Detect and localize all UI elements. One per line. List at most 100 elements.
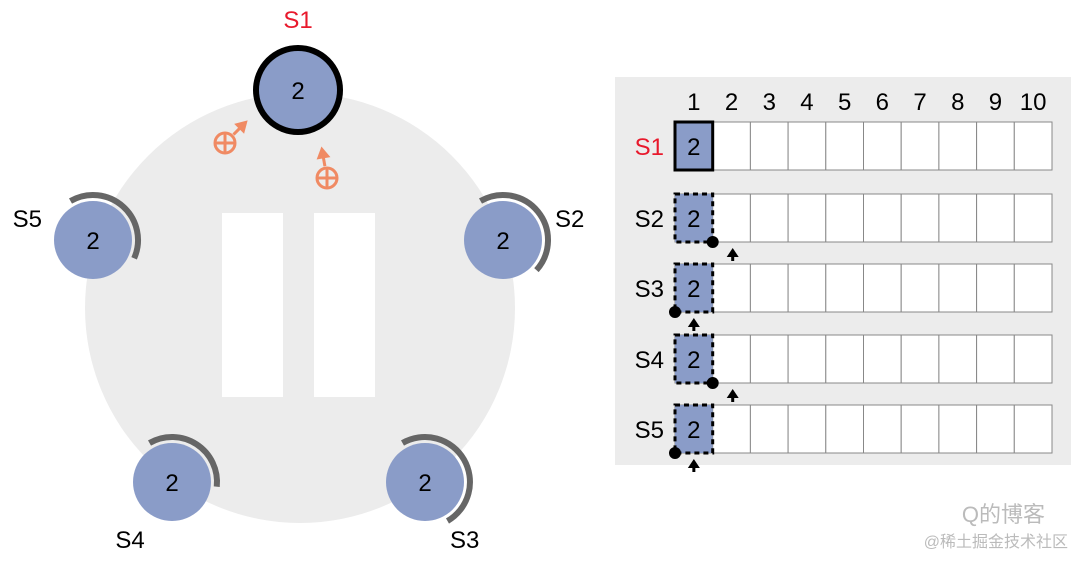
server-term: 2 [496,228,509,255]
match-index-arrow-icon [726,389,739,398]
log-cell [1013,334,1053,384]
server-term: 2 [418,470,431,497]
log-index: 6 [876,89,889,116]
log-row-label: S5 [635,417,664,444]
log-row-label: S2 [635,206,664,233]
server-s3[interactable]: 2S3 [386,434,479,554]
log-cell [1013,193,1053,243]
log-cell [787,193,827,243]
log-cell [900,334,940,384]
log-entry [673,120,715,172]
election-timeout-arc [69,192,141,260]
pause-icon-left-bar [222,213,283,397]
election-timeout-arc [479,192,551,273]
server-s5[interactable]: 2S5 [13,192,141,279]
log-row-s4: S4 2 [635,333,1053,402]
log-cell [938,334,978,384]
log-cell [712,404,751,454]
log-row-s2: S2 2 [635,192,1053,261]
log-cell [863,334,902,384]
log-index: 1 [687,89,700,116]
append-entries-message [213,120,248,155]
log-cell [976,193,1015,243]
cluster-ring [85,93,515,523]
log-cell [787,404,827,454]
log-entry-term: 2 [687,276,700,303]
log-cell [787,121,827,171]
log-entry-term: 2 [687,206,700,233]
log-cell [712,121,751,171]
log-cell [787,263,827,313]
server-node [253,45,343,135]
server-label: S2 [555,206,584,233]
log-row-label: S4 [635,347,664,374]
next-index-marker [706,236,719,248]
log-cell [749,263,789,313]
log-cell [825,334,864,384]
log-cell [1013,121,1053,171]
next-index-marker [706,377,719,389]
log-cell [749,334,789,384]
log-row-s1: S1 2 [635,120,1053,172]
log-cell [976,121,1015,171]
watermark-subtitle: @稀土掘金技术社区 [924,533,1068,551]
log-entry [673,262,715,314]
log-cell [900,121,940,171]
log-index: 2 [725,89,738,116]
append-entries-message [315,146,339,190]
log-cell [749,193,789,243]
log-cell [825,193,864,243]
log-cell [712,263,751,313]
server-node [464,201,542,279]
log-index: 8 [951,89,964,116]
server-s1[interactable]: 2 S1 [253,7,343,135]
log-cell [1013,404,1053,454]
log-cell [900,263,940,313]
log-cell [976,263,1015,313]
log-cell [938,193,978,243]
log-cell [938,121,978,171]
log-cell [863,404,902,454]
log-cell [787,334,827,384]
log-cell [863,193,902,243]
server-label: S3 [450,527,479,554]
log-cell [825,121,864,171]
log-row-label: S1 [635,134,664,161]
log-cell [976,334,1015,384]
log-entry-term: 2 [687,417,700,444]
log-index: 4 [800,89,813,116]
election-timeout-arc [148,434,220,488]
server-term: 2 [86,228,99,255]
server-node [54,201,132,279]
log-cell [863,263,902,313]
log-cell [825,404,864,454]
server-label: S4 [115,527,144,554]
log-cell [938,404,978,454]
match-index-arrow-icon [726,248,739,257]
next-index-marker [669,447,681,459]
match-index-arrow-icon [687,318,700,327]
server-s4[interactable]: 2S4 [115,434,220,554]
next-index-marker [669,306,681,318]
server-term: 2 [165,470,178,497]
log-cell [863,121,902,171]
log-index: 5 [838,89,851,116]
log-entry-term: 2 [687,134,700,161]
server-term: 2 [291,78,304,105]
log-cell [712,334,751,384]
server-node [386,443,464,521]
log-cell [1013,263,1053,313]
match-index-arrow-icon [687,459,700,468]
log-entry [673,403,715,455]
log-cell [749,404,789,454]
log-entry-term: 2 [687,347,700,374]
pause-icon-right-bar [314,213,375,397]
log-cell [825,263,864,313]
log-row-s5: S5 2 [635,403,1053,472]
server-node [133,443,211,521]
log-entry [673,192,715,244]
server-s2[interactable]: 2 S2 [464,192,584,279]
server-label: S1 [283,7,312,34]
log-cell [976,404,1015,454]
